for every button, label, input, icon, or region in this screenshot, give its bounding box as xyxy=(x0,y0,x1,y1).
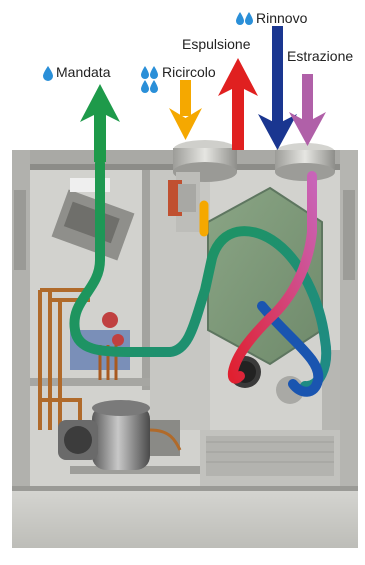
exhaust-arrow-up-icon xyxy=(218,58,258,150)
label-ricircolo: Ricircolo xyxy=(162,64,216,80)
label-espulsione: Espulsione xyxy=(182,36,251,52)
water-drop-icon xyxy=(150,66,158,79)
fresh-air-arrow-down-icon xyxy=(258,26,297,150)
water-drop-icon xyxy=(141,66,149,79)
label-rinnovo: Rinnovo xyxy=(256,10,307,26)
water-drop-icon xyxy=(141,80,149,93)
extract-arrow-down-icon xyxy=(289,74,326,146)
label-estrazione: Estrazione xyxy=(287,48,353,64)
water-drop-icon xyxy=(245,12,253,25)
water-drop-icon xyxy=(236,12,244,25)
extraction-fan xyxy=(275,143,335,181)
label-mandata: Mandata xyxy=(56,64,110,80)
recirculation-arrow-down-icon xyxy=(169,80,202,140)
water-drop-icon xyxy=(43,66,53,81)
water-drop-icon xyxy=(150,80,158,93)
